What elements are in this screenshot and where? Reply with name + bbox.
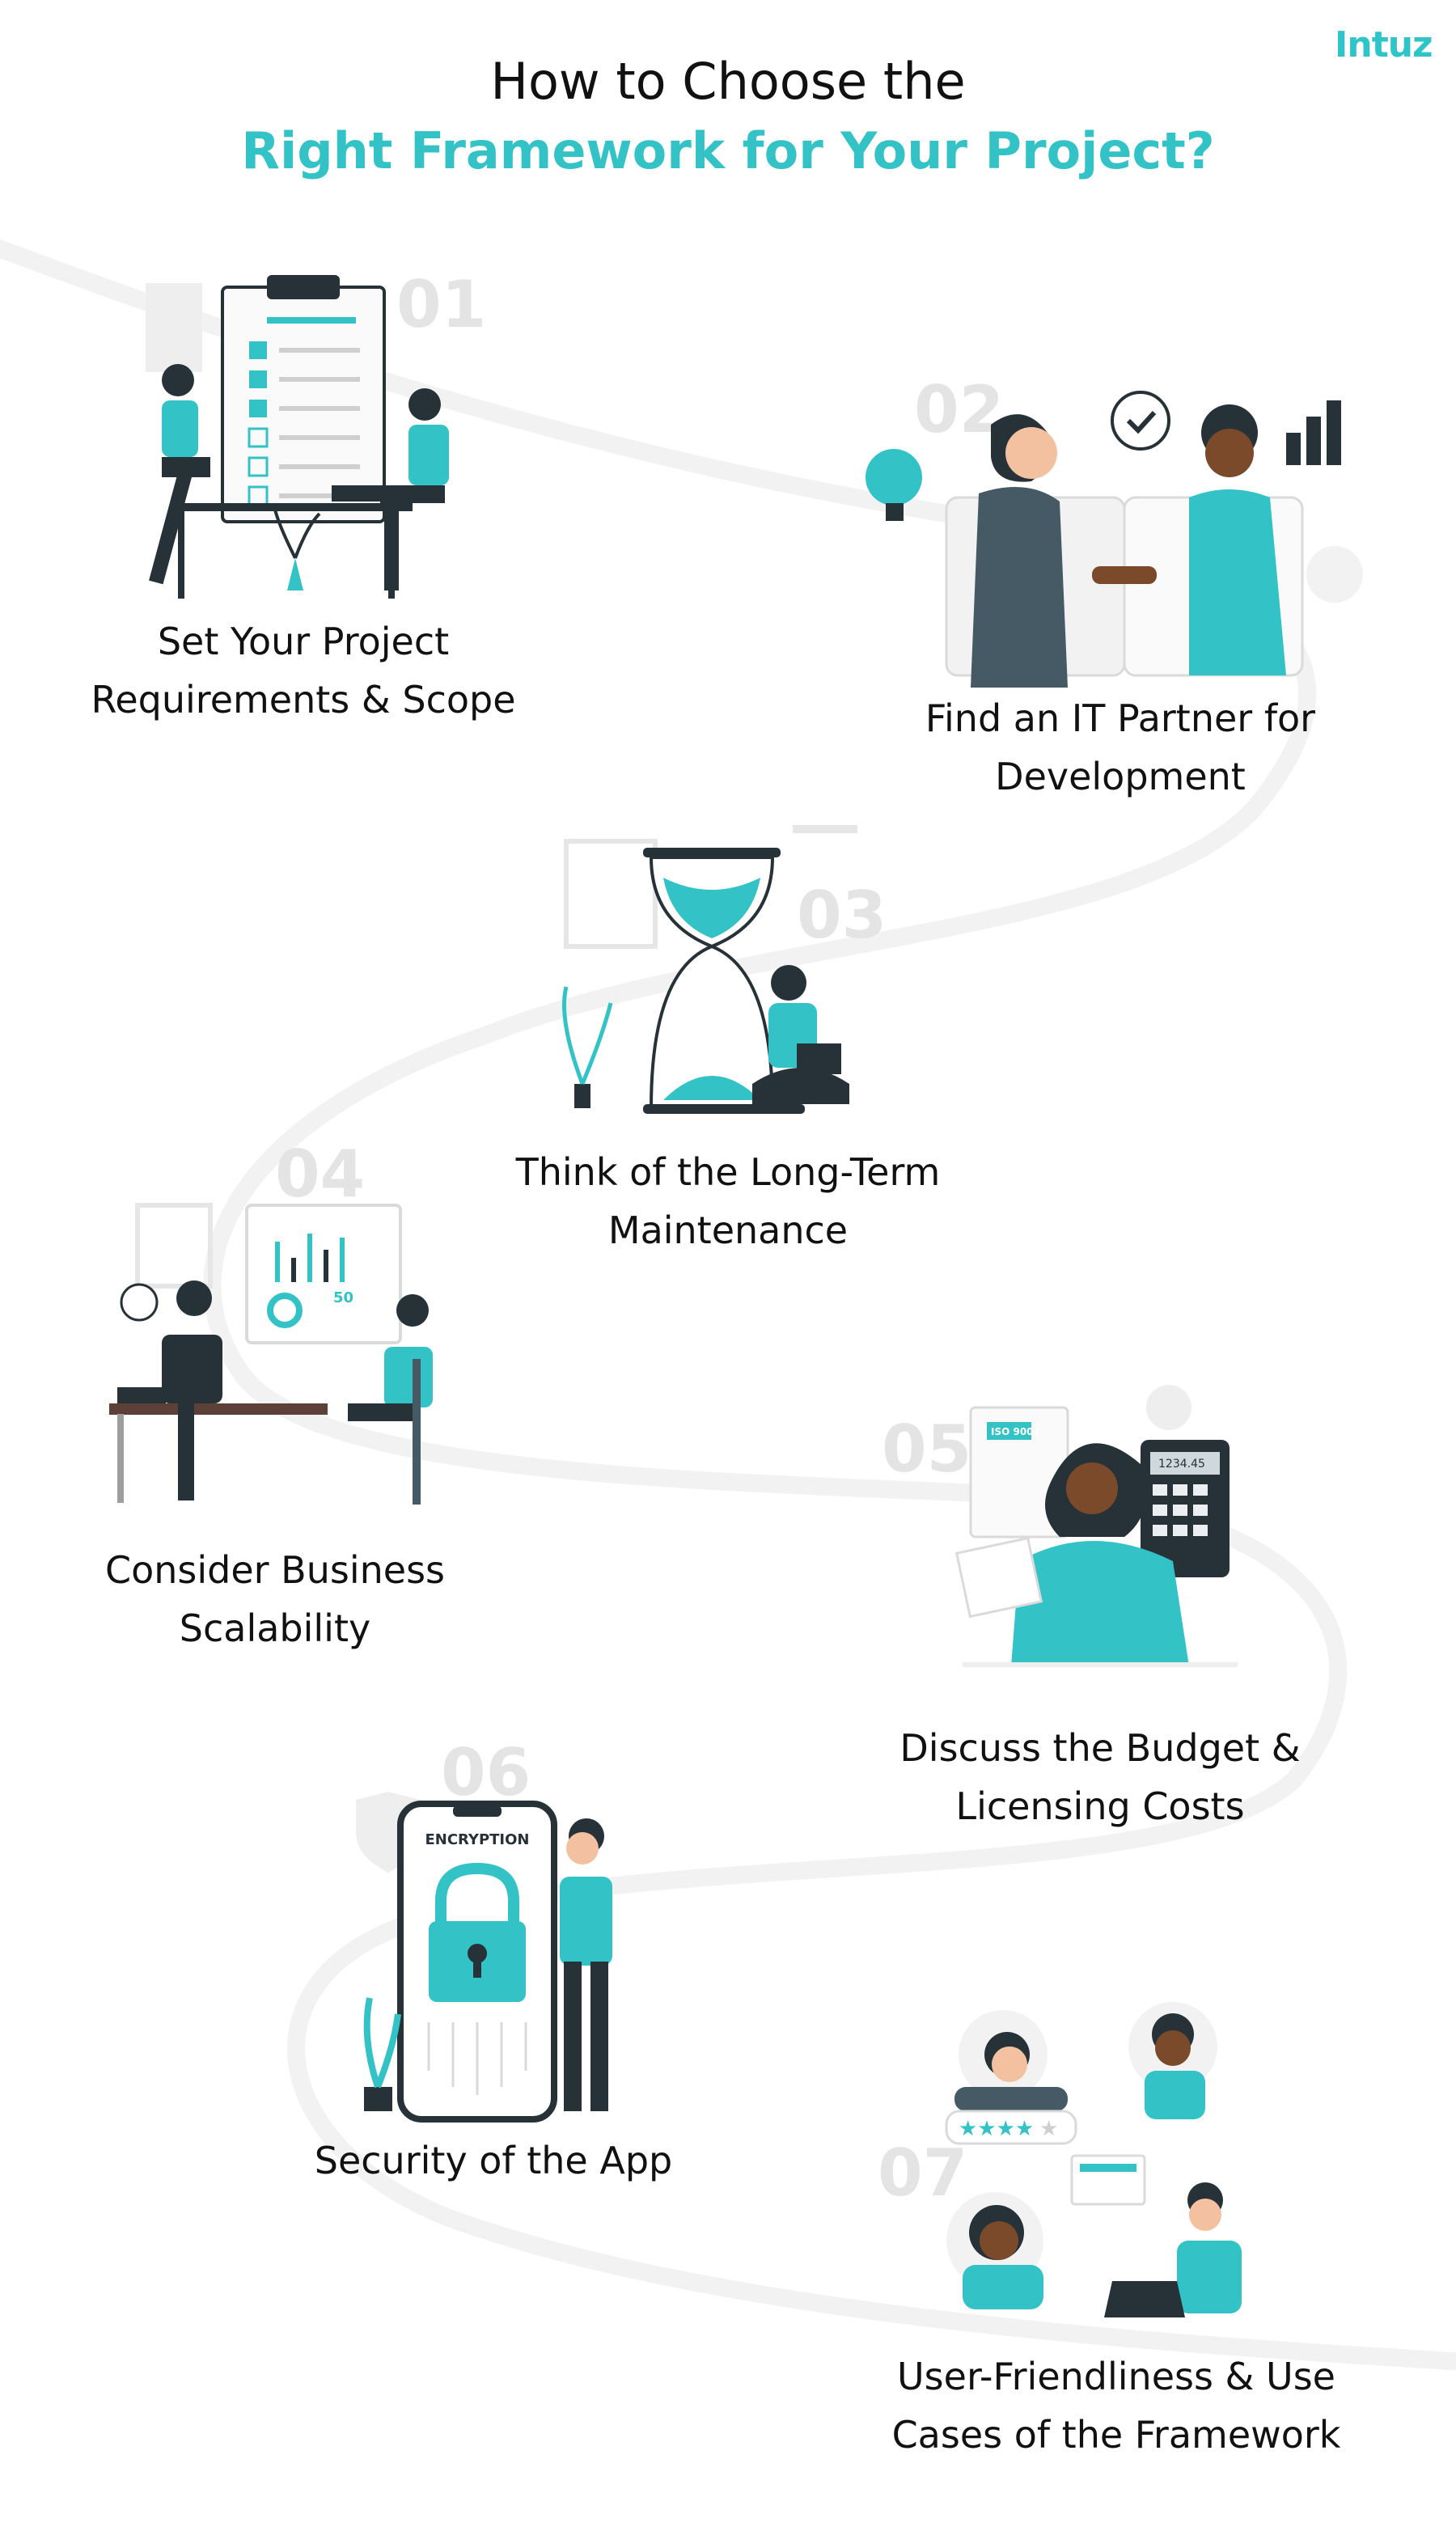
brand-logo[interactable]: Intuz	[1335, 24, 1433, 66]
step-label-02: Find an IT Partner for Development	[857, 689, 1383, 806]
partner-handshake-illustration	[866, 391, 1363, 688]
step-number-04: 04	[275, 1136, 366, 1212]
step-label-07: User-Friendliness & Use Cases of the Fra…	[841, 2347, 1391, 2464]
step-04-line2: Scalability	[179, 1606, 371, 1650]
step-number-06: 06	[441, 1735, 531, 1810]
board-value-50: 50	[333, 1289, 353, 1306]
step-07-line2: Cases of the Framework	[891, 2413, 1341, 2457]
step-02-line1: Find an IT Partner for	[925, 696, 1316, 740]
page-title-line1: How to Choose the	[490, 52, 966, 111]
step-number-02: 02	[914, 372, 1005, 447]
step-03-line2: Maintenance	[607, 1208, 849, 1252]
step-07-line1: User-Friendliness & Use	[897, 2355, 1335, 2398]
step-number-05: 05	[882, 1412, 972, 1487]
budget-illustration: ISO 9001 1234.45	[954, 1385, 1238, 1667]
step-03-line1: Think of the Long-Term	[515, 1150, 941, 1194]
rating-stars-icon: ★★★★	[959, 2117, 1034, 2141]
calculator-display: 1234.45	[1158, 1458, 1205, 1471]
step-number-03: 03	[797, 878, 887, 953]
hourglass-illustration	[562, 825, 857, 1114]
step-06-line1: Security of the App	[314, 2139, 673, 2182]
step-label-06: Security of the App	[267, 2131, 720, 2190]
step-05-line2: Licensing Costs	[955, 1784, 1245, 1828]
step-label-03: Think of the Long-Term Maintenance	[469, 1143, 987, 1259]
rating-star-empty-icon: ★	[1039, 2117, 1058, 2141]
requirements-illustration	[146, 275, 449, 599]
step-01-line1: Set Your Project	[157, 620, 450, 663]
iso-badge: ISO 9001	[991, 1426, 1040, 1437]
user-friendliness-illustration: ★★★★ ★	[945, 2002, 1242, 2317]
encryption-label: ENCRYPTION	[425, 1831, 529, 1848]
step-label-01: Set Your Project Requirements & Scope	[49, 612, 558, 729]
step-05-line1: Discuss the Budget &	[899, 1726, 1301, 1770]
step-number-07: 07	[878, 2135, 968, 2211]
step-label-05: Discuss the Budget & Licensing Costs	[849, 1719, 1351, 1835]
scalability-meeting-illustration: 50	[109, 1203, 433, 1505]
security-illustration: ENCRYPTION	[356, 1792, 612, 2123]
step-label-04: Consider Business Scalability	[32, 1541, 518, 1657]
page-title-line2: Right Framework for Your Project?	[241, 121, 1215, 180]
step-02-line2: Development	[995, 755, 1246, 798]
step-04-line1: Consider Business	[104, 1548, 446, 1592]
step-number-01: 01	[396, 267, 487, 342]
step-01-line2: Requirements & Scope	[91, 678, 516, 722]
